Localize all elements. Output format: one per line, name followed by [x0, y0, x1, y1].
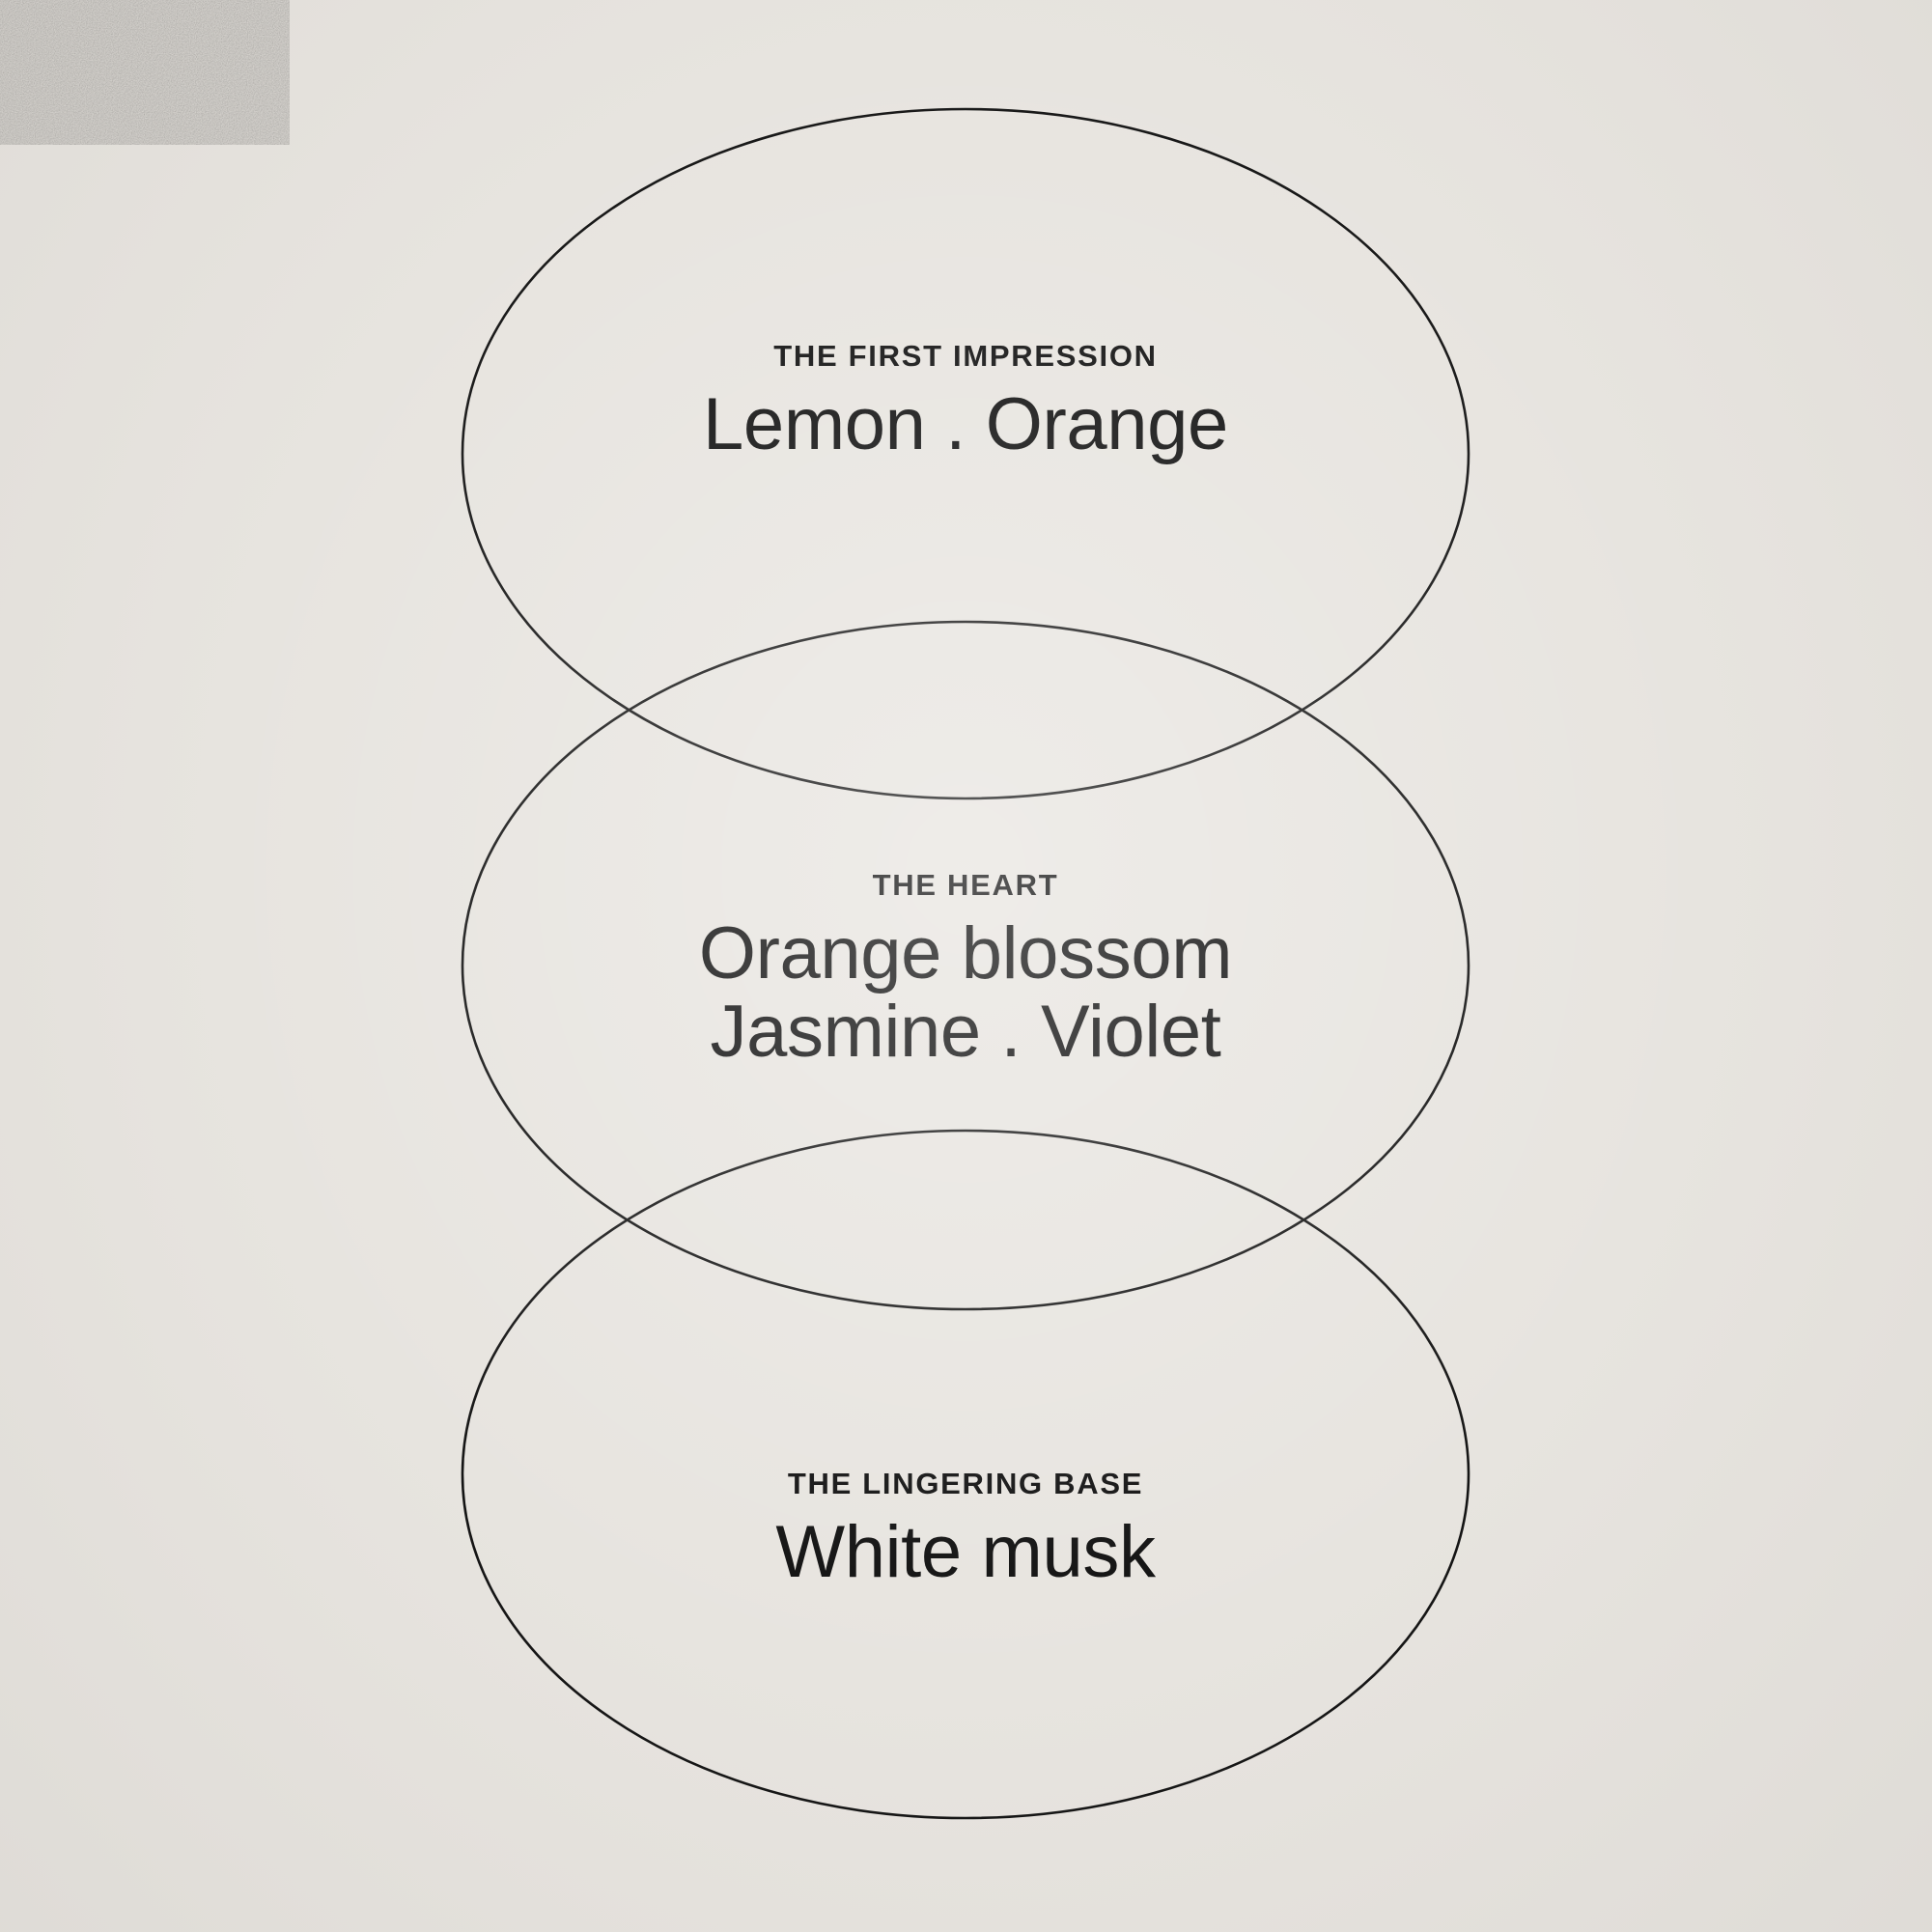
note-kicker-base: THE LINGERING BASE: [787, 1467, 1144, 1500]
note-line: Orange blossom: [698, 912, 1233, 995]
note-kicker-middle: THE HEART: [872, 868, 1059, 902]
note-section-base: THE LINGERING BASE White musk: [434, 1467, 1497, 1592]
note-section-top: THE FIRST IMPRESSION Lemon . Orange: [434, 339, 1497, 464]
ellipse-middle: [461, 620, 1470, 1311]
note-lines-top: Lemon . Orange: [434, 386, 1497, 464]
ellipse-top: [461, 107, 1470, 800]
note-line: Jasmine . Violet: [710, 990, 1221, 1073]
note-lines-middle: Orange blossom Jasmine . Violet: [434, 915, 1497, 1071]
note-lines-base: White musk: [434, 1514, 1497, 1592]
note-kicker-top: THE FIRST IMPRESSION: [773, 339, 1158, 373]
note-section-middle: THE HEART Orange blossom Jasmine . Viole…: [434, 868, 1497, 1071]
note-line: White musk: [775, 1511, 1156, 1594]
note-line: Lemon . Orange: [703, 383, 1228, 466]
ellipse-base: [461, 1129, 1470, 1820]
